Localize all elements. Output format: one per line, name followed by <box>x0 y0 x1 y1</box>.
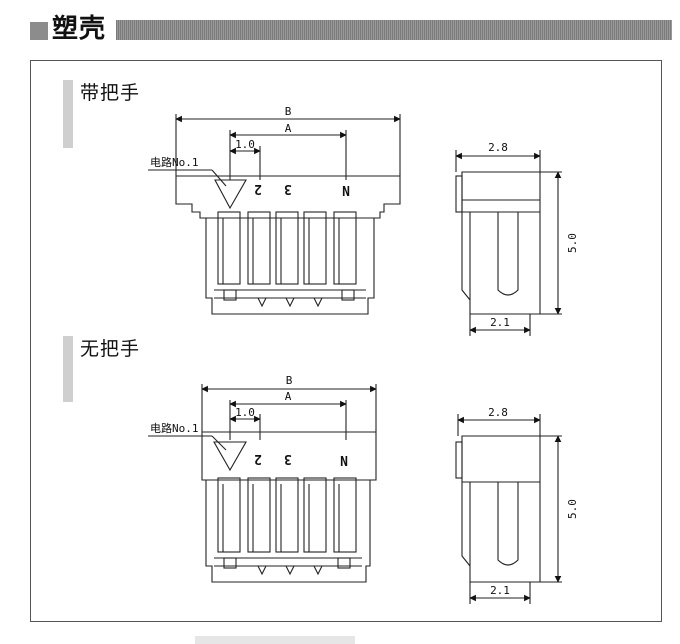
dim-b-label: B <box>285 105 292 118</box>
dim-b-label: B <box>286 374 293 387</box>
side-width-bottom-label: 2.1 <box>490 316 510 329</box>
header-square-icon <box>30 22 48 40</box>
header-bar <box>116 20 672 40</box>
pin-3-label: 3 <box>284 451 292 466</box>
pin-2-label: 2 <box>254 451 262 466</box>
section-title-without-handle: 无把手 <box>80 338 141 360</box>
side-view-with-handle-labels: 2.8 5.0 2.1 <box>488 141 579 329</box>
front-view-with-handle <box>148 114 401 315</box>
pin-3-label: 3 <box>284 181 292 196</box>
circuit-no-label: 电路No.1 <box>150 422 199 435</box>
header-title: 塑壳 <box>52 14 107 44</box>
side-view-without-handle <box>455 414 562 604</box>
pin-n-label: N <box>342 185 350 200</box>
front-view-with-handle-labels: B A 1.0 电路No.1 2 3 N <box>150 105 350 200</box>
front-view-without-handle <box>148 384 377 583</box>
section-marker <box>63 336 73 402</box>
side-view-with-handle <box>455 150 562 336</box>
side-height-label: 5.0 <box>566 233 579 253</box>
section-marker <box>63 80 73 148</box>
circuit-no-label: 电路No.1 <box>150 156 199 169</box>
dim-a-label: A <box>285 390 292 403</box>
footer-bar <box>195 636 355 644</box>
pin-n-label: N <box>340 455 348 470</box>
side-width-top-label: 2.8 <box>488 141 508 154</box>
pitch-label: 1.0 <box>235 406 255 419</box>
section-header: 塑壳 <box>0 0 680 50</box>
side-width-top-label: 2.8 <box>488 406 508 419</box>
pin-2-label: 2 <box>254 181 262 196</box>
drawing-frame <box>30 60 662 622</box>
side-view-without-handle-labels: 2.8 5.0 2.1 <box>488 406 579 597</box>
dim-a-label: A <box>285 122 292 135</box>
side-height-label: 5.0 <box>566 499 579 519</box>
front-view-without-handle-labels: B A 1.0 电路No.1 2 3 N <box>150 374 348 470</box>
side-width-bottom-label: 2.1 <box>490 584 510 597</box>
section-title-with-handle: 带把手 <box>80 82 141 104</box>
pitch-label: 1.0 <box>235 138 255 151</box>
